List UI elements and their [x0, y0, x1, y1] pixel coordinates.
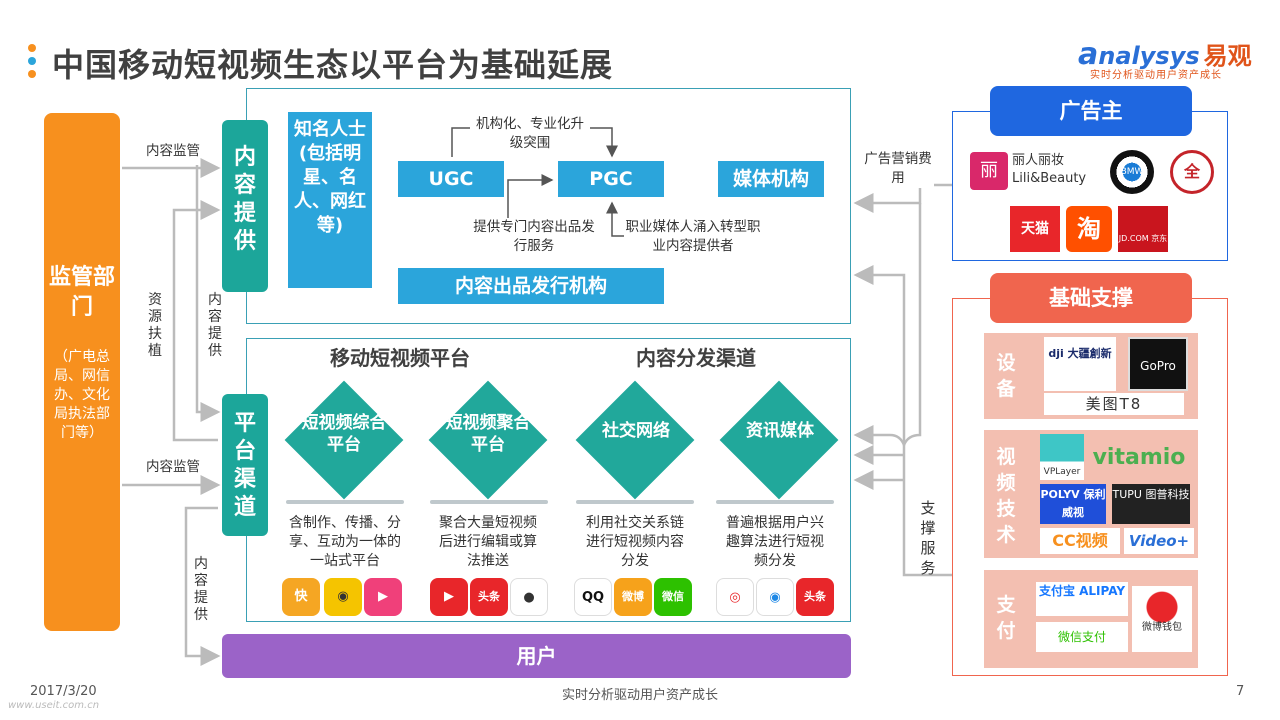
note-media: 职业媒体人涌入转型职业内容提供者: [624, 218, 762, 256]
publisher-box: 内容出品发行机构: [398, 268, 664, 304]
edge-supply-down: 内容提供: [208, 292, 222, 359]
regulator-note: （广电总局、网信办、文化局执法部门等）: [54, 349, 110, 441]
youtube-style-icon: ▶: [430, 578, 468, 616]
logo-text: nalysys: [1098, 42, 1200, 70]
toutiao-icon: 头条: [796, 578, 834, 616]
dji-logo: dji 大疆創新: [1044, 337, 1116, 391]
platform-name: 资讯媒体: [746, 421, 814, 441]
kuaishou-icon: 快: [282, 578, 320, 616]
platform-title: 移动短视频平台: [330, 346, 470, 370]
divider: [716, 500, 834, 504]
content-supply-label: 内容提供: [233, 145, 256, 254]
platform-desc: 含制作、传播、分享、互动为一体的一站式平台: [289, 515, 401, 569]
platform-desc: 聚合大量短视频后进行编辑或算法推送: [439, 515, 537, 569]
qq-icon: QQ: [574, 578, 612, 616]
gopro-logo: GoPro: [1128, 337, 1188, 391]
edge-support: 支撑服务: [920, 499, 936, 577]
logo-slogan: 实时分析驱动用户资产成长: [1090, 70, 1222, 81]
tmall-logo: 天猫: [1010, 206, 1060, 252]
regulator-title: 监管部门: [48, 265, 115, 320]
regulator-box: 监管部门 （广电总局、网信办、文化局执法部门等）: [44, 113, 120, 631]
edge-resource: 资源扶植: [148, 292, 162, 359]
videoplus-logo: Video+: [1124, 528, 1194, 554]
divider: [576, 500, 694, 504]
taobao-logo: 淘: [1066, 206, 1112, 252]
jd-logo: JD.COM 京东: [1118, 206, 1168, 252]
wechat-pay-logo: 微信支付: [1036, 622, 1128, 652]
users-bar: 用户: [222, 634, 851, 678]
platform-channel-box: 平台渠道: [222, 394, 268, 536]
wechat-icon: 微信: [654, 578, 692, 616]
channel-title: 内容分发渠道: [636, 346, 756, 370]
page-title: 中国移动短视频生态以平台为基础延展: [52, 46, 614, 84]
weibo-icon: 微博: [614, 578, 652, 616]
page-number: 7: [1236, 684, 1245, 699]
edge-monitor-2: 内容监管: [146, 459, 200, 475]
edge-ad-fee: 广告营销费用: [862, 150, 934, 188]
cc-video-logo: CC视频: [1040, 528, 1120, 554]
pgc-box: PGC: [558, 161, 664, 197]
edge-monitor-1: 内容监管: [146, 143, 200, 159]
celebs-box: 知名人士(包括明星、名人、网红等): [288, 112, 372, 288]
footer-center: 实时分析驱动用户资产成长: [561, 688, 718, 703]
polyv-logo: POLYV 保利威视: [1040, 484, 1106, 524]
lili-logo-icon: 丽: [970, 152, 1008, 190]
camera-app-icon: ◉: [324, 578, 362, 616]
content-supply-box: 内容提供: [222, 120, 268, 292]
advertiser-logo: 丽人丽妆 Lili&Beauty: [1012, 153, 1087, 186]
logo-cn: 易观: [1203, 42, 1252, 70]
eye-app-icon: ●: [510, 578, 548, 616]
platform-name: 短视频综合平台: [301, 413, 387, 455]
weibo-wallet-logo: 微博钱包: [1132, 586, 1192, 652]
news-app-icon: ◎: [716, 578, 754, 616]
support-head: 基础支撑: [990, 273, 1192, 323]
media-box: 媒体机构: [718, 161, 824, 197]
platform-name: 短视频聚合平台: [445, 413, 531, 455]
bmw-logo: BMW: [1110, 150, 1154, 194]
advertisers-head: 广告主: [990, 86, 1192, 136]
divider: [286, 500, 404, 504]
edge-supply-user: 内容提供: [194, 556, 208, 623]
tupu-logo: TUPU 图普科技: [1112, 484, 1190, 524]
video-app-icon: ▶: [364, 578, 402, 616]
platform-name: 社交网络: [602, 421, 670, 441]
logo-a-icon: a: [1078, 37, 1099, 72]
platform-desc: 利用社交关系链进行短视频内容分发: [586, 515, 684, 569]
alipay-logo: 支付宝 ALIPAY: [1036, 582, 1128, 616]
meitu-logo: 美图T8: [1044, 393, 1184, 415]
vitamio-logo: vitamio: [1092, 445, 1186, 470]
section-label: 支付: [996, 594, 1016, 642]
section-label: 设备: [996, 352, 1016, 400]
platform-desc: 普遍根据用户兴趣算法进行短视频分发: [726, 515, 824, 569]
toutiao-icon: 头条: [470, 578, 508, 616]
note-publisher: 提供专门内容出品发行服务: [470, 218, 598, 256]
divider: [430, 500, 548, 504]
vplayer-logo: VPLayer: [1040, 434, 1084, 480]
platform-channel-label: 平台渠道: [233, 411, 256, 520]
source-url: www.useit.com.cn: [8, 700, 100, 711]
note-ugc-pgc: 机构化、专业化升级突围: [470, 115, 590, 153]
browser-app-icon: ◉: [756, 578, 794, 616]
quanjude-logo: 全: [1170, 150, 1214, 194]
ugc-box: UGC: [398, 161, 504, 197]
footer-date: 2017/3/20: [30, 684, 97, 699]
section-label: 视频技术: [996, 446, 1016, 546]
